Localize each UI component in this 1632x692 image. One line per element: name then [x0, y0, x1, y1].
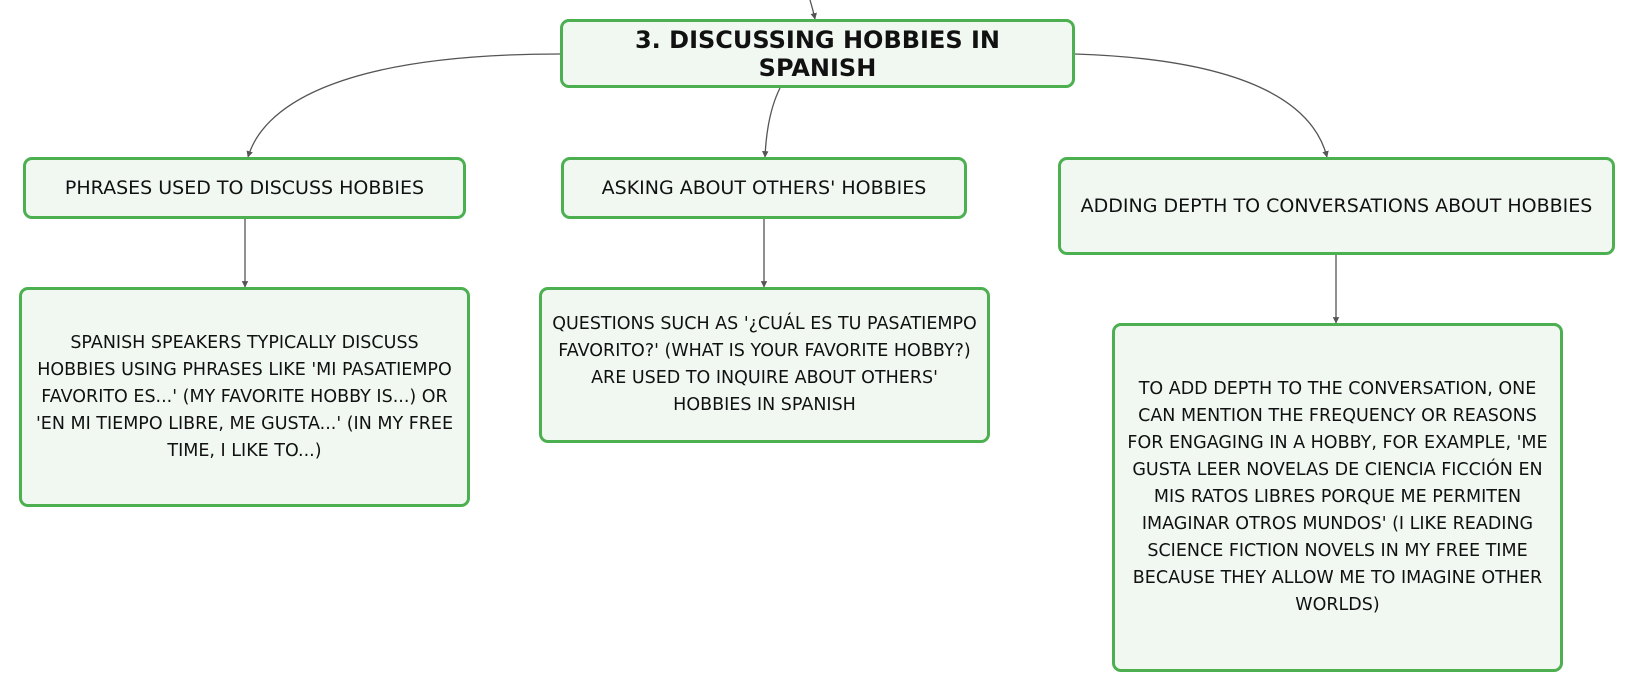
branch-node-depth-label: ADDING DEPTH TO CONVERSATIONS ABOUT HOBB…	[1080, 195, 1593, 217]
detail-node-asking[interactable]: QUESTIONS SUCH AS '¿CUÁL ES TU PASATIEMP…	[539, 287, 990, 443]
detail-node-depth-text: TO ADD DEPTH TO THE CONVERSATION, ONE CA…	[1127, 379, 1548, 615]
connector-incoming-root	[809, 0, 817, 20]
branch-node-phrases[interactable]: PHRASES USED TO DISCUSS HOBBIES	[23, 157, 466, 219]
connector-root-to-depth	[1074, 53, 1329, 158]
branch-node-depth[interactable]: ADDING DEPTH TO CONVERSATIONS ABOUT HOBB…	[1058, 157, 1615, 255]
connector-root-to-asking	[762, 87, 781, 158]
branch-node-asking-label: ASKING ABOUT OTHERS' HOBBIES	[601, 177, 927, 199]
branch-node-phrases-label: PHRASES USED TO DISCUSS HOBBIES	[64, 177, 425, 199]
detail-node-phrases-text: SPANISH SPEAKERS TYPICALLY DISCUSS HOBBI…	[35, 332, 454, 461]
connector-root-to-phrases	[246, 53, 561, 158]
detail-node-depth[interactable]: TO ADD DEPTH TO THE CONVERSATION, ONE CA…	[1112, 323, 1563, 672]
detail-node-asking-text: QUESTIONS SUCH AS '¿CUÁL ES TU PASATIEMP…	[552, 314, 977, 415]
root-node-label: 3. DISCUSSING HOBBIES IN SPANISH	[634, 25, 1001, 82]
branch-node-asking[interactable]: ASKING ABOUT OTHERS' HOBBIES	[561, 157, 967, 219]
root-node[interactable]: 3. DISCUSSING HOBBIES IN SPANISH	[560, 19, 1075, 88]
detail-node-phrases[interactable]: SPANISH SPEAKERS TYPICALLY DISCUSS HOBBI…	[19, 287, 470, 507]
